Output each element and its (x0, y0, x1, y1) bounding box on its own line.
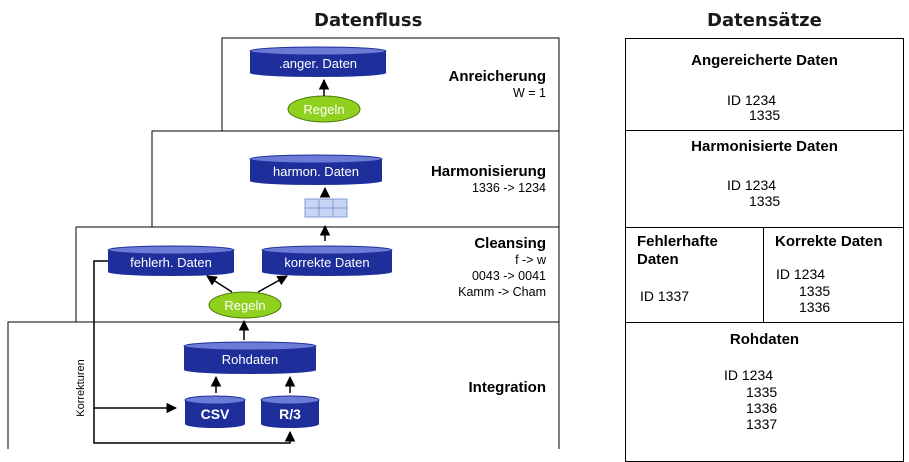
dataset-korrekt-line-3: 1336 (799, 299, 831, 315)
dataset-angereichert-box (625, 38, 904, 131)
harmon-daten-cylinder (249, 154, 383, 185)
harmon-daten-label: harmon. Daten (273, 164, 359, 179)
level-line-cleansing-1: f -> w (515, 253, 546, 267)
dataset-korrekt-title: Korrekte Daten (775, 233, 883, 250)
dataset-fehlerhaft-title-1: Fehlerhafte (637, 233, 718, 250)
grid-icon (304, 198, 348, 218)
level-title-integration: Integration (468, 379, 547, 396)
dataset-rohdaten-line-1: ID 1234 (724, 367, 774, 383)
dataset-rohdaten-title: Rohdaten (729, 331, 800, 348)
level-line-harmonisierung: 1336 -> 1234 (471, 181, 546, 195)
level-title-cleansing: Cleansing (474, 235, 546, 252)
korrekte-daten-cylinder (261, 245, 393, 276)
dataset-fehlerhaft-line-1: ID 1337 (640, 288, 690, 304)
regeln-ellipse-mid (208, 291, 282, 319)
dataset-angereichert-line-1: ID 1234 (727, 92, 777, 108)
dataset-harmonisiert-line-1: ID 1234 (727, 177, 777, 193)
csv-cylinder (184, 395, 246, 428)
dataset-rohdaten-line-2: 1335 (746, 384, 778, 400)
dataset-angereichert-title: Angereicherte Daten (691, 52, 838, 69)
csv-label: CSV (201, 406, 230, 422)
dataset-korrekt-line-2: 1335 (799, 283, 831, 299)
dataset-rohdaten-line-4: 1337 (746, 416, 778, 432)
dataset-rohdaten-line-3: 1336 (746, 400, 778, 416)
anger-daten-cylinder (249, 46, 387, 77)
level-line-cleansing-3: Kamm -> Cham (458, 285, 546, 299)
rohdaten-cylinder (183, 341, 317, 374)
flow-arrows (93, 78, 331, 444)
regeln-mid-label: Regeln (224, 298, 265, 313)
rohdaten-label: Rohdaten (222, 352, 278, 367)
dataset-korrekt-line-1: ID 1234 (776, 266, 826, 282)
korrekturen-label: Korrekturen (75, 359, 87, 416)
level-line-cleansing-2: 0043 -> 0041 (471, 269, 546, 283)
dataset-korrekt-box (763, 227, 904, 323)
korrekte-daten-label: korrekte Daten (284, 255, 369, 270)
fehlerh-daten-cylinder (107, 245, 235, 276)
dataflow-diagram: .anger. Daten harmon. Daten fehlerh. Dat… (7, 37, 560, 449)
dataset-harmonisiert-title: Harmonisierte Daten (691, 138, 838, 155)
regeln-top-label: Regeln (303, 102, 344, 117)
fehlerh-daten-label: fehlerh. Daten (130, 255, 212, 270)
datenfluss-heading: Datenfluss (314, 10, 423, 31)
level-title-harmonisierung: Harmonisierung (430, 163, 546, 180)
dataset-fehlerhaft-title-2: Daten (637, 251, 679, 268)
dataset-harmonisiert-line-2: 1335 (749, 193, 781, 209)
r3-cylinder (260, 395, 320, 428)
anger-daten-label: .anger. Daten (279, 56, 357, 71)
level-title-anreicherung: Anreicherung (448, 68, 546, 85)
level-line-anreicherung: W = 1 (513, 86, 546, 100)
r3-label: R/3 (279, 406, 301, 422)
dataset-angereichert-line-2: 1335 (749, 107, 781, 123)
datensaetze-heading: Datensätze (707, 10, 822, 31)
